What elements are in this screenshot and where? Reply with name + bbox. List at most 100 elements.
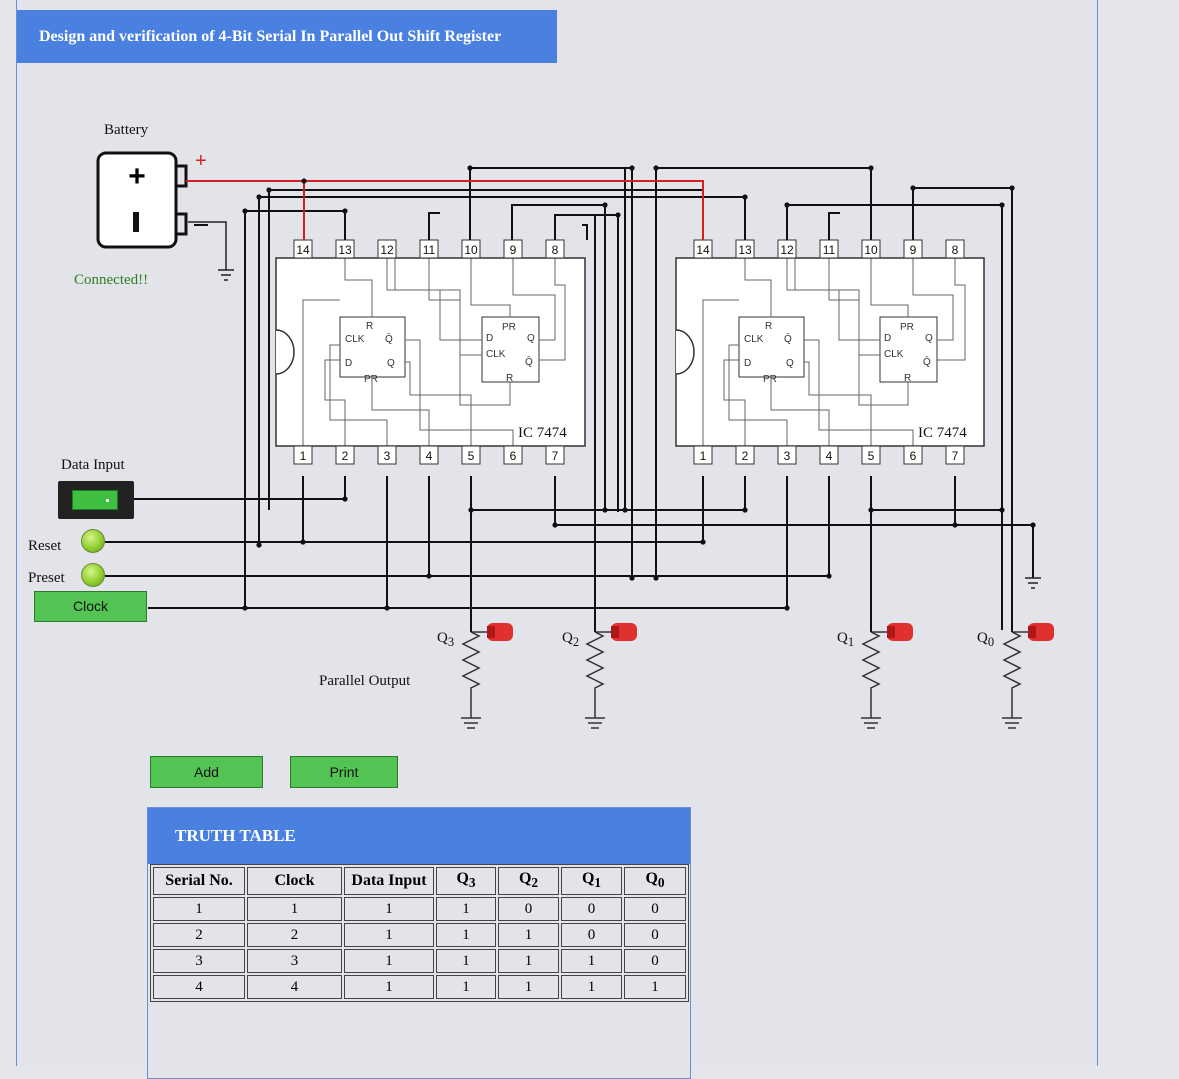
wire-junction: [602, 507, 608, 513]
wire-junction: [242, 605, 248, 611]
wire-junction: [826, 573, 832, 579]
table-cell: 0: [561, 923, 622, 947]
wire-junction: [629, 575, 635, 581]
table-cell: 0: [624, 949, 686, 973]
battery-label: Battery: [104, 122, 149, 138]
wire-junction: [653, 575, 659, 581]
ic-pin-number: 8: [952, 243, 959, 257]
ic-pin-number: 14: [696, 243, 710, 257]
clock-button[interactable]: Clock: [34, 591, 147, 622]
svg-text:PR: PR: [502, 322, 516, 333]
wire-junction: [384, 605, 390, 611]
svg-text:R: R: [366, 321, 373, 332]
add-button[interactable]: Add: [150, 756, 263, 788]
wire-junction: [999, 507, 1005, 513]
ic-pin: [335, 445, 355, 465]
print-button[interactable]: Print: [290, 756, 398, 788]
ic-pin: [377, 445, 397, 465]
table-cell: 1: [153, 897, 245, 921]
ic-pin: [293, 445, 313, 465]
header-data-input: Data Input: [344, 867, 434, 895]
ic-pin-number: 1: [300, 449, 307, 463]
reset-button[interactable]: [81, 529, 105, 553]
table-cell: 0: [498, 897, 559, 921]
ic-pin-number: 11: [823, 243, 836, 257]
truth-table-title: TRUTH TABLE: [148, 808, 690, 864]
ic-pin: [461, 445, 481, 465]
parallel-output-label: Parallel Output: [319, 673, 411, 689]
ic-pin-number: 5: [868, 449, 875, 463]
preset-label: Preset: [28, 570, 65, 586]
svg-text:Q: Q: [387, 358, 395, 369]
ic-pin: [377, 239, 397, 259]
ic-pin-number: 6: [510, 449, 517, 463]
wire-junction: [266, 187, 272, 193]
svg-text:D: D: [345, 358, 352, 369]
preset-button[interactable]: [81, 563, 105, 587]
wire-junction: [868, 165, 874, 171]
svg-text:Q: Q: [925, 333, 933, 344]
battery-icon: + +: [96, 150, 208, 249]
wire-junction: [602, 202, 608, 208]
wire-junction: [300, 539, 306, 545]
ic-pin-number: 12: [780, 243, 794, 257]
ic-pin: [903, 445, 923, 465]
table-cell: 1: [624, 975, 686, 999]
svg-text:Q̄: Q̄: [525, 355, 533, 368]
ic-pin-number: 6: [910, 449, 917, 463]
ic-pin: [819, 445, 839, 465]
ic-pin-number: 9: [510, 243, 517, 257]
table-cell: 1: [436, 975, 496, 999]
table-cell: 3: [153, 949, 245, 973]
ic-label-left: IC 7474: [518, 425, 567, 441]
ic-pin: [693, 445, 713, 465]
ic-pin-number: 11: [423, 243, 436, 257]
table-cell: 1: [436, 897, 496, 921]
output-label-q3: Q3: [437, 630, 455, 649]
ic-pin-number: 10: [864, 243, 878, 257]
svg-text:CLK: CLK: [345, 334, 365, 345]
table-cell: 1: [436, 949, 496, 973]
ic-pin: [945, 239, 965, 259]
ic-pin-number: 4: [426, 449, 433, 463]
wire-junction: [629, 165, 635, 171]
wire-junction: [256, 542, 262, 548]
table-cell: 1: [498, 975, 559, 999]
truth-table-panel: TRUTH TABLE Serial No. Clock Data Input …: [147, 807, 691, 1079]
wire-junction: [784, 202, 790, 208]
wire-junction: [426, 573, 432, 579]
output-led-icon: [585, 623, 637, 729]
table-cell: 1: [561, 949, 622, 973]
wire-junction: [468, 507, 474, 513]
ic-pin-number: 13: [738, 243, 752, 257]
svg-text:Q̄: Q̄: [923, 355, 931, 368]
wire-junction: [868, 507, 874, 513]
ic-pin: [777, 445, 797, 465]
header-serial: Serial No.: [153, 867, 245, 895]
table-cell: 1: [344, 897, 434, 921]
data-input-switch[interactable]: [58, 481, 134, 519]
ic-pin-number: 5: [468, 449, 475, 463]
svg-text:PR: PR: [900, 322, 914, 333]
table-cell: 1: [498, 949, 559, 973]
svg-text:+: +: [195, 150, 207, 172]
svg-text:D: D: [486, 333, 493, 344]
wire-junction: [256, 194, 262, 200]
ic-pin: [545, 445, 565, 465]
wire-junction: [615, 212, 621, 218]
table-cell: 1: [561, 975, 622, 999]
table-cell: 4: [247, 975, 342, 999]
wire-junction: [1009, 185, 1015, 191]
table-cell: 1: [436, 923, 496, 947]
wire-junction: [952, 522, 958, 528]
ic-pin-number: 3: [384, 449, 391, 463]
svg-text:CLK: CLK: [884, 349, 904, 360]
table-cell: 1: [498, 923, 559, 947]
battery-status: Connected!!: [74, 272, 149, 288]
